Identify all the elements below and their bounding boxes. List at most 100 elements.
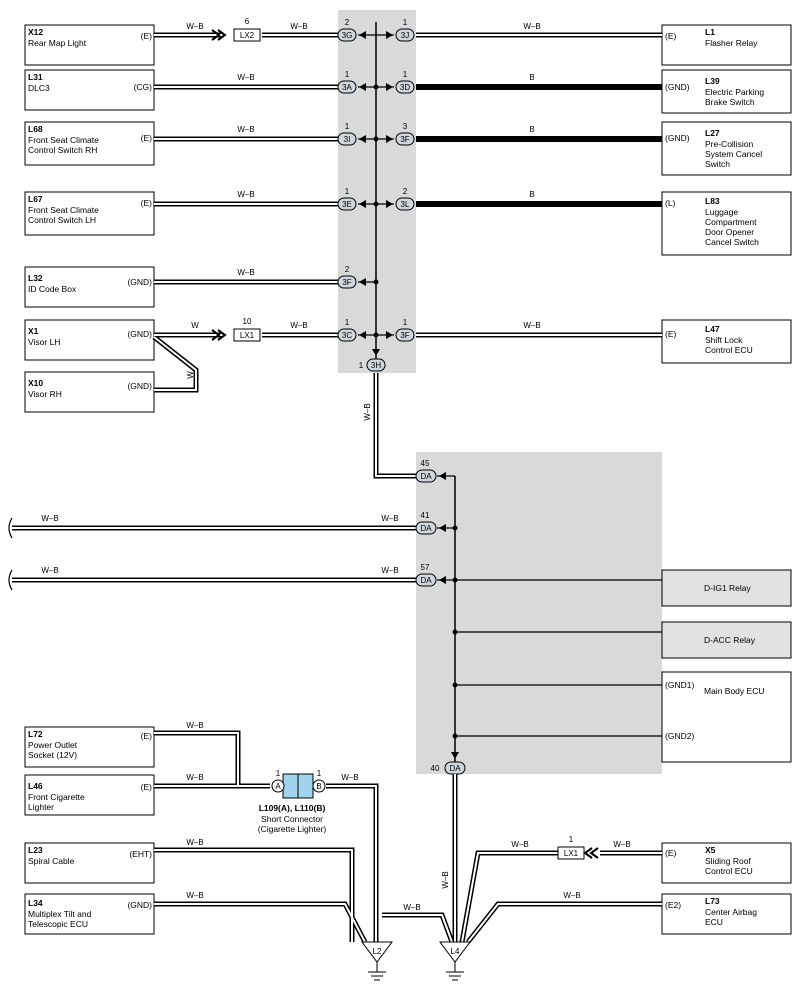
component-x12: X12 Rear Map Light (E) [24,24,155,66]
svg-text:3J: 3J [401,31,409,40]
svg-text:3F: 3F [400,135,409,144]
svg-text:Visor RH: Visor RH [28,389,62,399]
wire-labels-lower: W–B W–B W–B W–B W–B W–B W–B W–B W–B W–B [186,721,630,912]
svg-text:L109(A), L110(B): L109(A), L110(B) [259,803,326,813]
svg-text:W–B: W–B [341,773,358,782]
connector-3j: 3J1 [395,18,415,42]
svg-text:Sliding Roof: Sliding Roof [705,856,751,866]
connector-3l: 3L2 [395,187,415,211]
svg-text:ID Code Box: ID Code Box [28,284,77,294]
svg-text:Socket (12V): Socket (12V) [28,750,77,760]
svg-text:X1: X1 [28,326,39,336]
svg-text:Rear Map Light: Rear Map Light [28,38,87,48]
svg-text:W–B: W–B [186,838,203,847]
svg-text:W: W [191,321,199,330]
svg-text:LX2: LX2 [240,31,255,40]
svg-text:W–B: W–B [613,840,630,849]
svg-text:(GND): (GND) [127,277,152,287]
inline-arrows [211,29,599,859]
svg-text:X12: X12 [28,27,43,37]
svg-text:(GND1): (GND1) [665,680,694,690]
svg-text:DLC3: DLC3 [28,83,50,93]
svg-text:DA: DA [420,524,432,533]
upper-wires [152,22,662,479]
svg-text:DA: DA [420,576,432,585]
junction-block-upper [338,10,416,373]
svg-text:L83: L83 [705,196,720,206]
svg-text:W–B: W–B [403,903,420,912]
connector-3c: 3C1 [337,318,357,342]
connector-3d: 3D1 [395,70,415,94]
connector-lx1-b: LX1 1 [557,835,585,860]
component-l23: L23 Spiral Cable (EHT) [24,842,155,884]
svg-text:1: 1 [276,769,281,778]
svg-text:(E): (E) [665,848,677,858]
svg-text:W–B: W–B [186,721,203,730]
svg-text:2: 2 [403,187,408,196]
svg-text:3H: 3H [371,361,381,370]
wire-labels-upper: W–B W–B W–B W–B B W–B B W–B B W–B W W–B … [186,22,541,421]
component-l32: L32 ID Code Box (GND) [24,266,155,308]
svg-text:Control Switch RH: Control Switch RH [28,145,97,155]
ground-l4: L4 [439,941,471,981]
svg-text:Telescopic ECU: Telescopic ECU [28,919,88,929]
svg-text:Switch: Switch [705,159,730,169]
connector-3g: 3G2 [337,18,357,42]
svg-text:3I: 3I [344,135,351,144]
connector-lx2: LX2 6 [233,17,261,42]
svg-text:L67: L67 [28,194,43,204]
svg-text:Pre-Collision: Pre-Collision [705,139,753,149]
svg-text:(CG): (CG) [134,82,153,92]
svg-text:L47: L47 [705,324,720,334]
svg-text:L1: L1 [705,27,715,37]
lower-wires [154,730,662,944]
svg-text:Power Outlet: Power Outlet [28,740,78,750]
svg-text:B: B [316,782,321,791]
svg-text:W–B: W–B [41,566,58,575]
svg-text:Brake Switch: Brake Switch [705,97,755,107]
svg-text:L27: L27 [705,128,720,138]
svg-text:W–B: W–B [363,403,372,420]
component-l39: (GND) L39 Electric Parking Brake Switch [661,69,792,114]
svg-text:(E): (E) [665,329,677,339]
svg-text:Spiral Cable: Spiral Cable [28,856,75,866]
svg-text:W–B: W–B [381,566,398,575]
svg-text:(E): (E) [141,198,153,208]
component-l46: L46 Front Cigarette Lighter (E) [24,774,155,816]
svg-text:L68: L68 [28,124,43,134]
svg-text:1: 1 [403,70,408,79]
component-l1: (E) L1 Flasher Relay [661,24,792,66]
component-l27: (GND) L27 Pre-Collision System Cancel Sw… [661,121,792,176]
ground-l2: L2 [361,941,393,981]
svg-text:Control Switch LH: Control Switch LH [28,215,96,225]
svg-text:2: 2 [345,265,350,274]
svg-text:1: 1 [569,835,574,844]
svg-text:Control ECU: Control ECU [705,866,753,876]
svg-text:6: 6 [245,17,250,26]
svg-text:3D: 3D [400,83,410,92]
svg-text:L2: L2 [373,947,382,956]
svg-text:Visor LH: Visor LH [28,337,60,347]
component-l72: L72 Power Outlet Socket (12V) (E) [24,726,155,768]
svg-text:DA: DA [449,764,461,773]
svg-text:W–B: W–B [441,871,450,888]
svg-text:W–B: W–B [523,22,540,31]
svg-text:Center Airbag: Center Airbag [705,907,757,917]
svg-text:L73: L73 [705,896,720,906]
svg-text:X5: X5 [705,845,716,855]
svg-text:3F: 3F [342,278,351,287]
svg-text:Front Seat Climate: Front Seat Climate [28,205,99,215]
main-body-ecu: (GND1) Main Body ECU (GND2) [661,671,792,763]
svg-text:3A: 3A [342,83,352,92]
svg-text:X10: X10 [28,378,43,388]
svg-text:1: 1 [317,769,322,778]
splice-dots-upper [373,84,379,338]
svg-text:L34: L34 [28,898,43,908]
svg-text:(E): (E) [665,31,677,41]
svg-text:W: W [186,371,195,379]
svg-text:W–B: W–B [237,268,254,277]
connector-3f-c: 3F1 [395,318,415,342]
svg-text:45: 45 [421,459,430,468]
